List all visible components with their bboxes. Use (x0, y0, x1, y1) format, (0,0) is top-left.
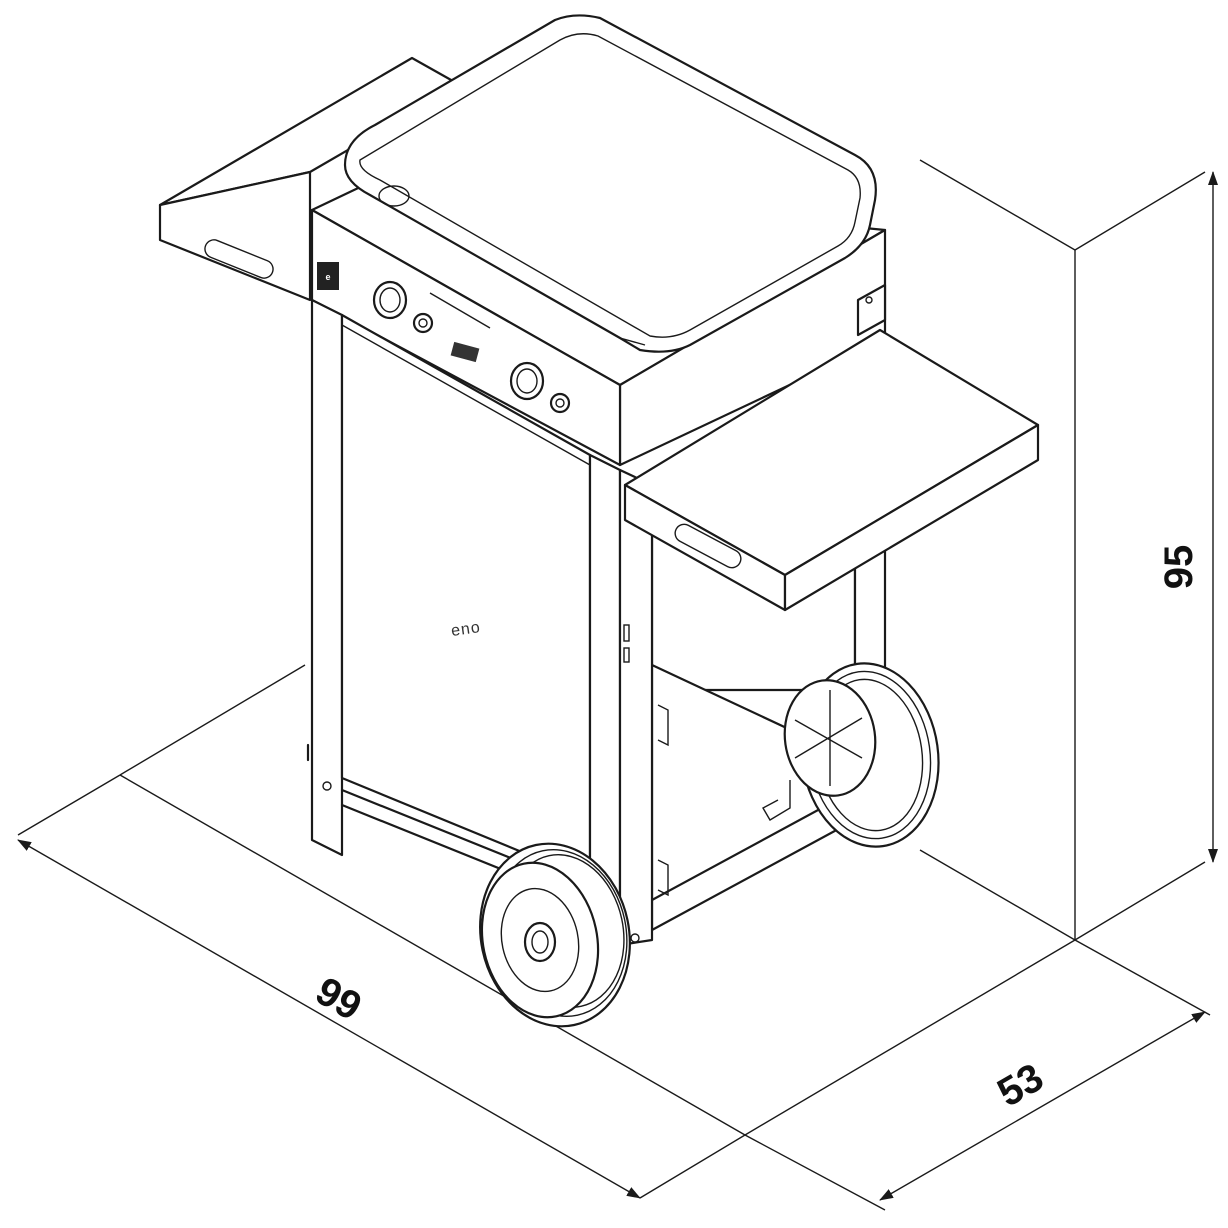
left-igniter-button[interactable] (412, 312, 434, 334)
door-logo: eno (450, 619, 482, 640)
brand-badge: e (317, 262, 339, 290)
griddle-plate (343, 14, 877, 353)
left-shelf-handle-slot (204, 239, 274, 279)
rear-wheel (783, 662, 940, 848)
right-side-shelf (623, 328, 1040, 612)
depth-dimension-arrow (879, 1011, 1206, 1201)
control-panel-badge (450, 341, 480, 363)
control-panel (372, 280, 571, 414)
width-dimension-arrow (17, 839, 641, 1199)
width-dimension-label: 99 (308, 969, 369, 1029)
front-wheel (479, 842, 631, 1028)
height-dimension-label: 95 (1157, 545, 1201, 590)
svg-text:e: e (325, 272, 330, 282)
right-burner-knob[interactable] (509, 361, 545, 401)
right-shelf-handle-slot (674, 523, 742, 569)
dimension-lines (17, 159, 1218, 1211)
left-side-shelf (158, 56, 462, 302)
right-igniter-button[interactable] (549, 392, 571, 414)
left-burner-knob[interactable] (372, 280, 408, 320)
